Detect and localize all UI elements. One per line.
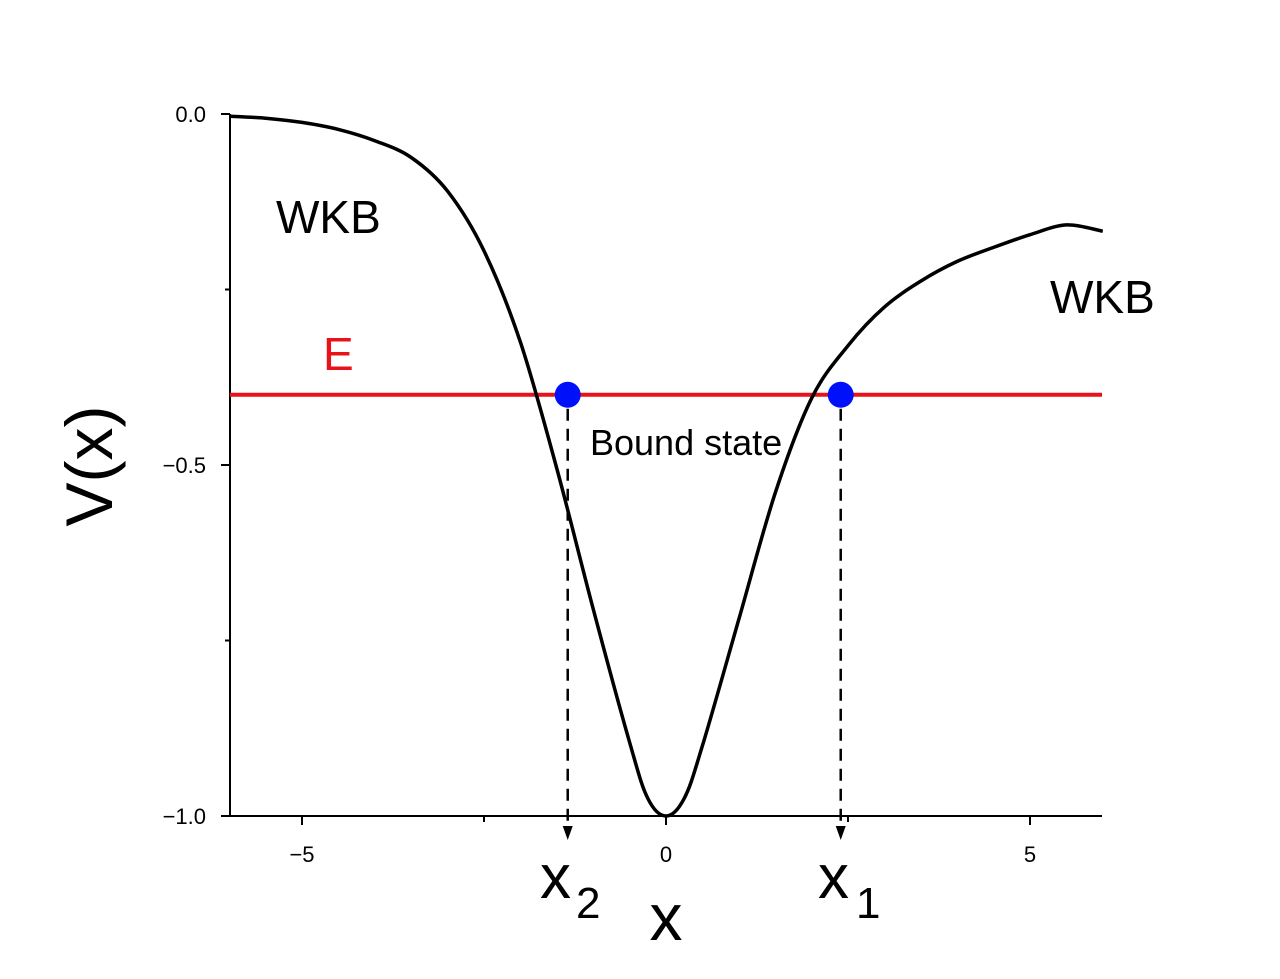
ticks: 0.0 −0.5 −1.0 −5 0 5 [163, 102, 1037, 867]
curve-layer [229, 114, 1104, 818]
x-tick-label: 0 [660, 842, 672, 867]
turning-point-label-x2: x 2 [540, 843, 600, 928]
y-tick-label: −1.0 [163, 804, 206, 829]
turning-point-marker [554, 381, 581, 408]
y-tick-label: 0.0 [175, 102, 206, 127]
turning-points [554, 381, 854, 408]
turning-point-subscript: 2 [576, 879, 600, 928]
wkb-right-label: WKB [1050, 271, 1155, 323]
y-axis-title: V(x) [52, 406, 126, 527]
turning-point-subscript: 1 [856, 879, 880, 928]
turning-point-main: x [818, 843, 849, 912]
turning-point-label-x1: x 1 [818, 843, 880, 928]
x-tick-label: 5 [1024, 842, 1036, 867]
bound-state-label: Bound state [590, 422, 782, 463]
energy-label: E [323, 328, 354, 380]
x-tick-label: −5 [289, 842, 314, 867]
x-axis-title: x [650, 880, 683, 954]
turning-point-drop-lines [562, 408, 846, 840]
y-tick-label: −0.5 [163, 453, 206, 478]
potential-curve [229, 114, 1104, 818]
wkb-left-label: WKB [276, 191, 381, 243]
turning-point-main: x [540, 843, 571, 912]
drop-arrow [835, 826, 846, 840]
drop-arrow [562, 826, 573, 840]
turning-point-marker [827, 381, 854, 408]
